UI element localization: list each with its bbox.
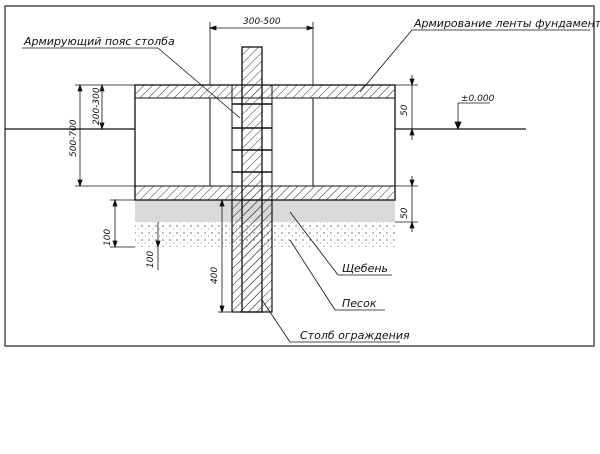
- dim-upper-part: [98, 83, 135, 131]
- dim-post-width: [208, 22, 315, 85]
- label-crushed-stone: Щебень: [342, 262, 388, 275]
- tape-reinforcement-bottom: [134, 185, 396, 201]
- label-reinforcing-belt: Армирующий пояс столба: [23, 35, 175, 48]
- dim-post-embed-text: 400: [210, 267, 220, 284]
- dim-total-depth: [75, 83, 135, 188]
- dim-post-width-text: 300-500: [243, 17, 281, 27]
- dim-bottom-offset: [395, 176, 418, 232]
- dim-post-embed: [218, 198, 232, 314]
- dim-top-offset: [395, 75, 418, 140]
- dim-upper-part-text: 200-300: [92, 87, 102, 125]
- foundation-tape: [134, 84, 396, 201]
- post-base: [231, 199, 273, 313]
- dim-stone-layer-text: 100: [146, 251, 156, 268]
- label-fence-post: Столб ограждения: [300, 329, 410, 342]
- dim-sand-layer-text: 100: [103, 229, 113, 246]
- tape-reinforcement-top: [134, 84, 396, 99]
- dim-stone-layer: [155, 222, 161, 270]
- label-sand: Песок: [342, 297, 377, 310]
- level-mark: [454, 102, 490, 131]
- leader-lines: [22, 29, 590, 343]
- level-mark-text: ±0.000: [461, 94, 495, 104]
- dim-bottom-offset-text: 50: [400, 207, 410, 219]
- drawing-frame: [4, 5, 595, 347]
- dim-top-offset-text: 50: [400, 104, 410, 116]
- label-tape-reinforcement: Армирование ленты фундамента: [413, 17, 600, 30]
- dim-sand-layer: [110, 198, 135, 249]
- dim-total-depth-text: 500-700: [69, 119, 79, 157]
- tape-sections: [209, 98, 314, 186]
